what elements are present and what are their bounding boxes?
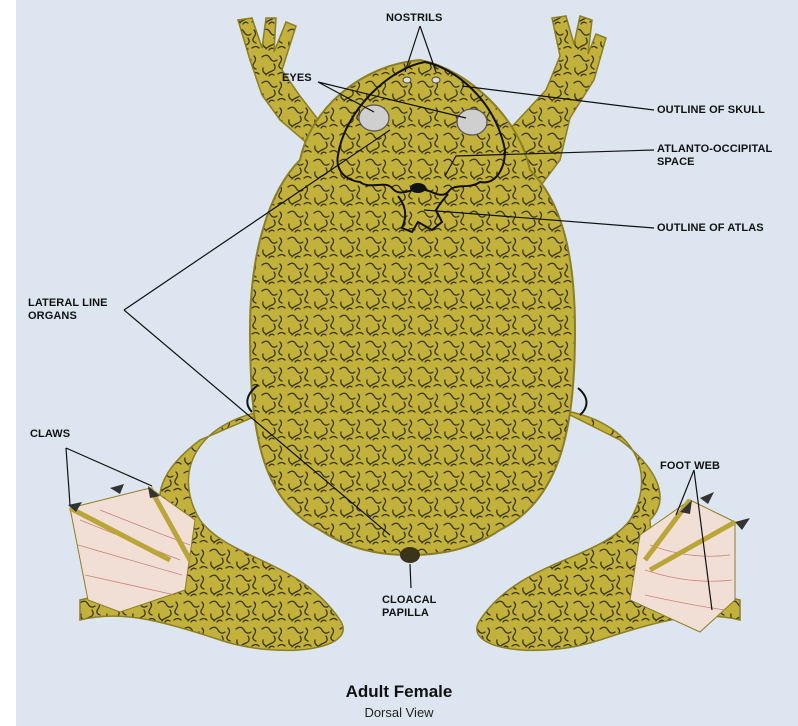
- left-foot-web: [70, 488, 195, 612]
- label-foot-web: FOOT WEB: [660, 460, 720, 473]
- cloacal-papilla: [400, 547, 420, 563]
- label-outline-of-skull: OUTLINE OF SKULL: [657, 104, 765, 117]
- label-outline-of-atlas: OUTLINE OF ATLAS: [657, 222, 764, 235]
- label-cloacal-papilla: CLOACAL PAPILLA: [382, 594, 436, 620]
- label-nostrils: NOSTRILS: [386, 12, 442, 25]
- label-atlanto-occipital-space: ATLANTO-OCCIPITAL SPACE: [657, 143, 772, 169]
- label-lateral-line-organs: LATERAL LINE ORGANS: [28, 297, 108, 323]
- label-eyes: EYES: [282, 72, 312, 85]
- atlanto-occipital-space: [410, 183, 426, 193]
- label-claws: CLAWS: [30, 428, 70, 441]
- caption-subtitle: Dorsal View: [0, 705, 798, 720]
- caption-title: Adult Female: [0, 682, 798, 702]
